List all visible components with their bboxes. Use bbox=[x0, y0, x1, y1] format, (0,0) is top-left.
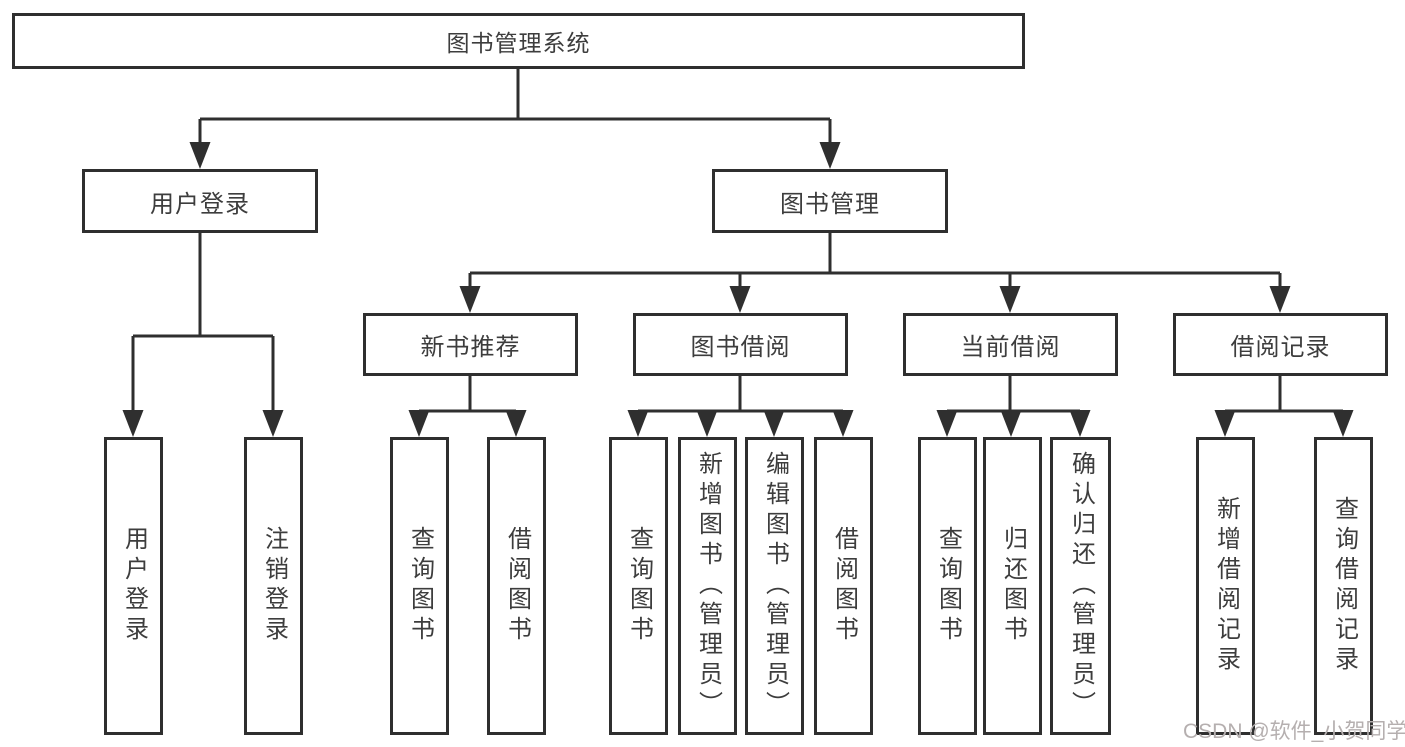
node-label: 新书推荐 bbox=[420, 334, 521, 361]
node-label: 查询图书 bbox=[406, 526, 434, 646]
node-leaf-edit-books-admin: 编辑图书（管理员） bbox=[745, 437, 804, 735]
node-label: 新增借阅记录 bbox=[1212, 496, 1240, 676]
node-leaf-add-borrow-record: 新增借阅记录 bbox=[1196, 437, 1255, 735]
node-book-borrowing: 图书借阅 bbox=[633, 313, 848, 376]
node-leaf-query-borrow-record: 查询借阅记录 bbox=[1314, 437, 1373, 735]
arrowheads bbox=[122, 142, 1354, 437]
node-label: 归还图书 bbox=[999, 526, 1027, 646]
node-label: 图书管理系统 bbox=[446, 30, 591, 56]
node-label: 用户登录 bbox=[150, 190, 250, 218]
node-leaf-query-books-2: 查询图书 bbox=[609, 437, 668, 735]
node-label: 查询图书 bbox=[934, 526, 962, 646]
node-book-management: 图书管理 bbox=[712, 169, 948, 233]
node-label: 注销登录 bbox=[260, 526, 288, 646]
node-leaf-add-books-admin: 新增图书（管理员） bbox=[678, 437, 737, 735]
node-label: 借阅图书 bbox=[830, 526, 858, 646]
node-leaf-query-books-3: 查询图书 bbox=[918, 437, 977, 735]
node-user-login: 用户登录 bbox=[82, 169, 318, 233]
node-new-book-recommend: 新书推荐 bbox=[363, 313, 578, 376]
node-label: 用户登录 bbox=[120, 526, 148, 646]
node-label: 确认归还（管理员） bbox=[1067, 451, 1095, 721]
node-label: 查询借阅记录 bbox=[1330, 496, 1358, 676]
node-label: 查询图书 bbox=[625, 526, 653, 646]
node-label: 借阅图书 bbox=[503, 526, 531, 646]
node-leaf-logout: 注销登录 bbox=[244, 437, 303, 735]
node-label: 新增图书（管理员） bbox=[694, 451, 722, 721]
node-library-management-system: 图书管理系统 bbox=[12, 13, 1025, 69]
csdn-watermark: CSDN @软件_小贺同学 bbox=[1183, 720, 1405, 743]
node-leaf-return-books: 归还图书 bbox=[983, 437, 1042, 735]
node-label: 借阅记录 bbox=[1230, 334, 1331, 361]
node-label: 图书借阅 bbox=[690, 334, 791, 361]
node-label: 编辑图书（管理员） bbox=[761, 451, 789, 721]
node-leaf-borrow-books-2: 借阅图书 bbox=[814, 437, 873, 735]
node-label: 图书管理 bbox=[780, 190, 880, 218]
node-leaf-confirm-return-admin: 确认归还（管理员） bbox=[1050, 437, 1111, 735]
node-leaf-query-books-1: 查询图书 bbox=[390, 437, 449, 735]
node-current-borrowing: 当前借阅 bbox=[903, 313, 1118, 376]
node-leaf-user-login: 用户登录 bbox=[104, 437, 163, 735]
node-borrowing-records: 借阅记录 bbox=[1173, 313, 1388, 376]
node-label: 当前借阅 bbox=[960, 334, 1061, 361]
node-leaf-borrow-books-1: 借阅图书 bbox=[487, 437, 546, 735]
